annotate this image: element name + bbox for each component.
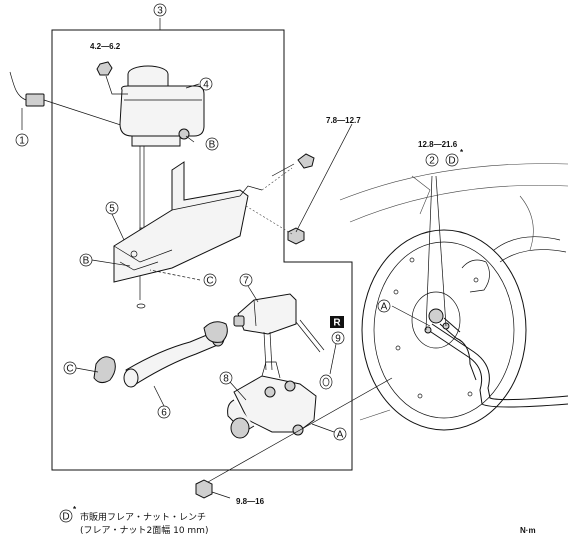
unit-label: N·m (520, 526, 536, 535)
brake-fluid-hose (93, 321, 228, 388)
svg-text:7: 7 (243, 276, 249, 287)
reservoir-nut (96, 61, 128, 95)
svg-text:A: A (381, 302, 388, 313)
torque-mount-nut: 9.8—16 (236, 497, 265, 506)
letter-callout-b-lower: B (79, 253, 93, 267)
svg-text:6: 6 (161, 408, 167, 419)
callout-5: 5 (105, 201, 119, 215)
callout-4: 4 (199, 77, 213, 91)
leader-lines (75, 83, 431, 433)
footnote-tool: D * 市販用フレア・ナット・レンチ (フレア・ナット2面幅 10 mm) (59, 505, 208, 536)
callout-6: 6 (157, 405, 171, 419)
brake-booster (339, 163, 568, 431)
callout-3: 3 (153, 3, 167, 17)
torque-flare-nut: 12.8—21.6 (418, 140, 458, 149)
callout-8: 8 (219, 371, 233, 385)
letter-callout-d-top: D * (445, 148, 464, 167)
svg-text:市販用フレア・ナット・レンチ: 市販用フレア・ナット・レンチ (80, 511, 206, 523)
svg-text:A: A (337, 430, 344, 441)
fluid-level-sensor-connector (9, 71, 131, 130)
svg-text:3: 3 (157, 6, 163, 17)
callout-7: 7 (239, 273, 253, 287)
letter-callout-a-right: A (377, 299, 391, 313)
callout-2: 2 (425, 153, 439, 167)
svg-text:(フレア・ナット2面幅 10 mm): (フレア・ナット2面幅 10 mm) (80, 524, 208, 536)
svg-text:1: 1 (19, 136, 25, 147)
svg-text:D: D (62, 512, 69, 523)
svg-text:B: B (209, 140, 216, 151)
svg-text:R: R (333, 318, 341, 329)
svg-text:*: * (73, 505, 77, 514)
brake-pipes (359, 175, 568, 421)
svg-text:C: C (206, 276, 213, 287)
svg-text:C: C (66, 364, 73, 375)
letter-callout-a-lower: A (333, 427, 347, 441)
svg-text:*: * (460, 148, 464, 157)
svg-text:2: 2 (429, 156, 435, 167)
torque-reservoir-nut: 4.2—6.2 (90, 42, 121, 51)
callout-9: 9 (331, 331, 345, 345)
svg-text:9: 9 (335, 334, 341, 345)
svg-text:D: D (448, 156, 455, 167)
master-cylinder-mount-nut (195, 377, 393, 499)
brake-master-cylinder (227, 361, 317, 439)
brake-fluid-reservoir (119, 65, 205, 309)
reservoir-bracket (113, 161, 263, 283)
fluid-level-sensor (233, 293, 325, 371)
letter-callout-c-lower: C (63, 361, 77, 375)
letter-callout-b-upper: B (205, 137, 219, 151)
assembly-enclosure (51, 29, 353, 471)
svg-text:4: 4 (203, 80, 209, 91)
replace-part-marker: R (330, 316, 344, 329)
callout-1: 1 (15, 133, 29, 147)
torque-bracket-bolt: 7.8—12.7 (326, 116, 361, 125)
svg-text:B: B (83, 256, 90, 267)
bracket-bolt (245, 123, 353, 245)
svg-text:8: 8 (223, 374, 229, 385)
svg-text:5: 5 (109, 204, 115, 215)
letter-callout-c-upper: C (203, 273, 217, 287)
o-ring (319, 374, 333, 390)
